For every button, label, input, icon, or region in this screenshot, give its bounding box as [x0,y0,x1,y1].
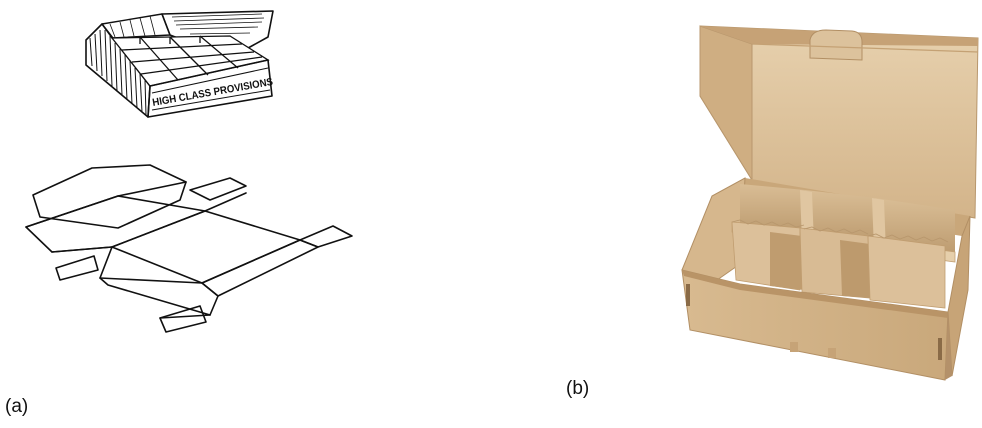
net-front-wall [201,239,319,297]
fold-line-4 [204,192,247,212]
panel-b-caption: (b) [566,378,590,399]
back-wall-hatching [109,15,156,38]
net-lid-panel [25,195,206,253]
box-open-lid [699,25,979,219]
front-panel-rule-bottom [151,89,271,111]
lid-tuck-tab [809,29,863,61]
panel-a-caption: (a) [5,396,29,417]
flat-box-net [25,164,353,333]
panel-b [681,25,979,381]
net-tab-right [299,225,353,248]
compartment-grid [110,35,270,87]
box-back-wall [101,13,171,39]
fold-line-6 [159,314,211,319]
net-lid-flap [32,164,187,229]
net-tab-bottom [159,305,207,333]
lid-hatching [171,13,265,35]
bottom-tab-1 [790,342,798,352]
box-interior-dividers [731,184,956,309]
box-front-rim [682,270,948,318]
fold-line-3 [117,181,187,197]
box-front-panel [147,59,273,118]
left-side-hatching [89,29,147,116]
assembled-box-illustration: HIGH CLASS PROVISIONS [85,10,274,118]
fold-line-1 [25,195,119,228]
fold-line-5 [99,246,113,279]
net-tab-left [55,255,99,281]
net-outer-panel [99,277,219,316]
bottom-tab-2 [828,348,836,358]
fold-line-2 [51,246,113,253]
panel-a: HIGH CLASS PROVISIONS [25,10,353,333]
front-panel-rule-top [151,67,269,94]
corner-slot-right [938,338,942,360]
net-base-panel [111,210,301,284]
corner-slot-left [686,284,690,306]
net-tab-upper [189,177,247,201]
